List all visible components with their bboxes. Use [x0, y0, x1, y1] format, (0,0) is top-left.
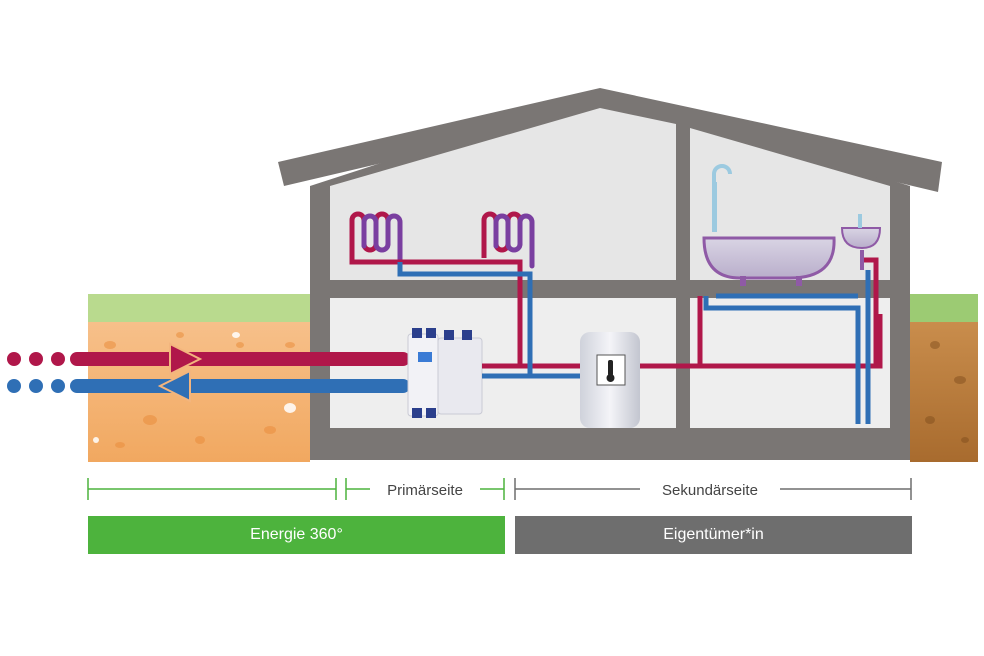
- owner-label: Eigentümer*in: [663, 526, 764, 543]
- district-pipes: [7, 342, 410, 403]
- transfer-station: [407, 328, 483, 418]
- ground-right: [910, 294, 978, 462]
- supply-arrow: [169, 342, 203, 376]
- radiators: [349, 211, 535, 269]
- hot-water-tank: [580, 332, 640, 428]
- sink: [840, 214, 882, 270]
- return-arrow: [157, 369, 191, 403]
- bathtub: [702, 164, 836, 286]
- ground-left: [88, 294, 310, 462]
- owner-bracket: [514, 478, 912, 500]
- heating-return-lines: [397, 262, 871, 424]
- supply-pipe: [70, 352, 410, 366]
- return-dots: [7, 379, 65, 393]
- provider-label: Energie 360°: [250, 526, 343, 543]
- owner-bar: [515, 516, 912, 554]
- supply-dots: [7, 352, 65, 366]
- return-pipe: [70, 379, 410, 393]
- brackets: [87, 478, 505, 500]
- heating-supply-lines: [349, 252, 883, 369]
- primary-side-label: Primärseite: [387, 482, 463, 499]
- secondary-side-label: Sekundärseite: [662, 482, 758, 499]
- provider-bar: [88, 516, 505, 554]
